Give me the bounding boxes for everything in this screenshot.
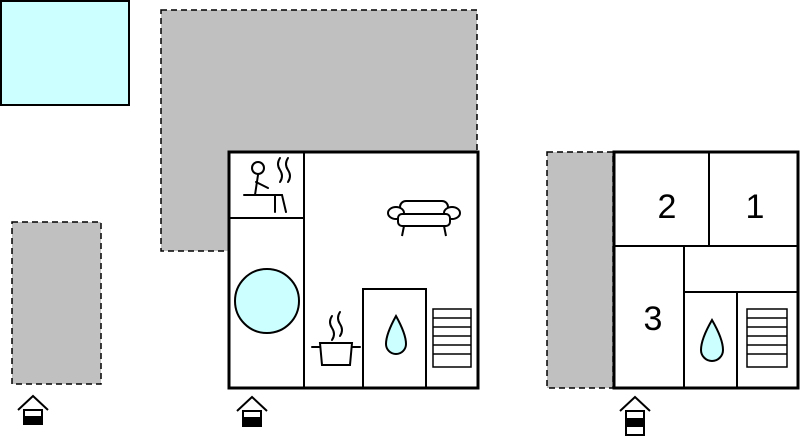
room-number-1: 1: [746, 188, 765, 226]
pool-area: [0, 0, 130, 106]
shower-drop-icon: [384, 313, 408, 355]
entrance-arrow-icon: [17, 394, 49, 425]
terrace-area-right: [546, 151, 614, 389]
entrance-arrow-icon: [619, 395, 651, 436]
sofa-icon: [387, 200, 461, 237]
room-number-3: 3: [644, 300, 663, 338]
sauna-icon: [243, 157, 291, 213]
radiator-icon: [432, 308, 472, 368]
cooking-pot-icon: [311, 311, 361, 366]
shower-drop-icon: [699, 318, 725, 362]
radiator-icon: [746, 308, 788, 368]
room-number-2: 2: [658, 188, 677, 226]
terrace-area-left: [11, 221, 102, 385]
entrance-arrow-icon: [236, 395, 268, 427]
hot-tub-icon: [234, 268, 300, 334]
